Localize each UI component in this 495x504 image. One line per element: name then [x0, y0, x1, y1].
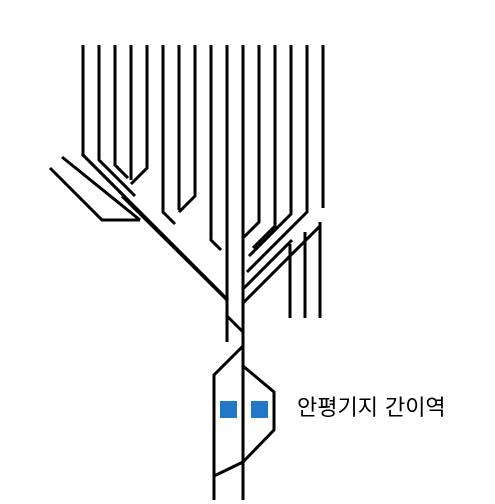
siding-track-5 — [129, 45, 149, 186]
siding-track-6 — [161, 45, 177, 226]
right-ladder — [241, 224, 322, 305]
siding-track-2 — [97, 45, 137, 198]
loop-join — [213, 460, 244, 478]
headshunt-upper — [61, 155, 141, 222]
siding-track-13 — [251, 45, 277, 250]
platform-right — [251, 401, 268, 418]
platform-left — [220, 401, 237, 418]
crossover-2 — [212, 344, 245, 500]
crossover — [225, 314, 245, 334]
siding-track-9 — [209, 45, 223, 252]
siding-track-12 — [241, 45, 261, 240]
yard-sidings — [81, 45, 325, 274]
right-ladder-2 — [241, 238, 294, 291]
siding-track-14 — [247, 45, 293, 258]
siding-track-8 — [177, 45, 197, 214]
headshunt-lower — [48, 166, 140, 222]
main-line — [212, 262, 276, 500]
lower-sidings — [288, 222, 322, 318]
left-ladder-2 — [120, 194, 229, 302]
station-name-label: 안평기지 간이역 — [297, 396, 446, 421]
siding-track-3 — [113, 45, 130, 180]
ladder-tracks — [48, 152, 322, 305]
loop-right — [241, 364, 276, 464]
station-platforms — [220, 401, 268, 418]
siding-track-15 — [245, 45, 309, 274]
